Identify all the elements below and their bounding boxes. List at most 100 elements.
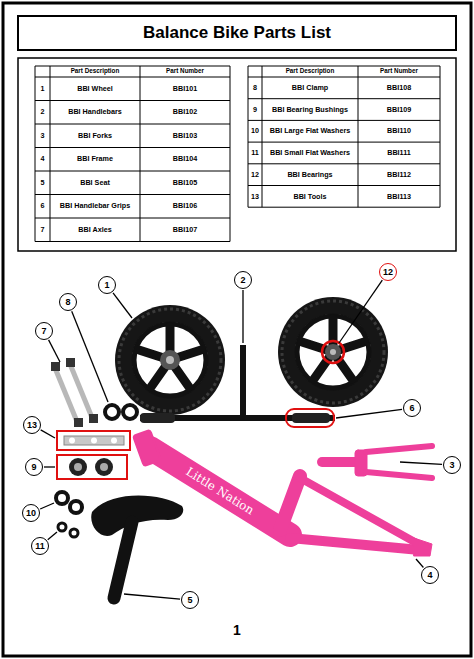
leader-line <box>416 559 423 567</box>
table-header: Part Description <box>50 66 140 77</box>
leader-line <box>40 503 54 509</box>
row-number: 6 <box>35 195 50 219</box>
part-description: BBI Bearing Bushings <box>262 99 358 121</box>
callout-circle: 8 <box>59 293 77 311</box>
table-rule <box>50 66 51 242</box>
row-number: 9 <box>248 99 262 121</box>
part-number: BBI101 <box>140 77 230 101</box>
row-number: 7 <box>35 218 50 242</box>
callout-number: 6 <box>409 404 414 413</box>
table-rule <box>248 207 440 208</box>
callout-number: 13 <box>27 421 37 430</box>
table-rule <box>248 185 440 186</box>
table-rule <box>35 171 230 172</box>
table-rule <box>248 142 440 143</box>
row-number: 13 <box>248 186 262 208</box>
part-description: BBI Tools <box>262 186 358 208</box>
callout-circle: 9 <box>25 458 43 476</box>
wheel <box>278 297 388 407</box>
leader-line <box>72 311 108 402</box>
callout-circle: 10 <box>22 504 40 522</box>
page-title: Balance Bike Parts List <box>18 16 456 50</box>
table-header: Part Number <box>358 66 440 77</box>
table-rule <box>35 77 230 78</box>
part-description: BBI Seat <box>50 171 140 195</box>
table-rule <box>230 66 231 242</box>
part-description: BBI Large Flat Washers <box>262 120 358 142</box>
row-number: 11 <box>248 142 262 164</box>
row-number: 12 <box>248 164 262 186</box>
washers <box>56 492 82 537</box>
part-number: BBI111 <box>358 142 440 164</box>
callout-number: 5 <box>187 596 192 605</box>
part-number: BBI104 <box>140 148 230 172</box>
wheel <box>115 305 225 415</box>
table-header: Part Number <box>140 66 230 77</box>
part-number: BBI105 <box>140 171 230 195</box>
callout-circle: 6 <box>403 399 421 417</box>
page-number: 1 <box>227 622 247 638</box>
part-number: BBI103 <box>140 124 230 148</box>
table-rule <box>248 98 440 99</box>
part-number: BBI112 <box>358 164 440 186</box>
table-header: Part Description <box>262 66 358 77</box>
table-rule <box>248 77 440 78</box>
part-description: BBI Handlebars <box>50 101 140 125</box>
table-rule <box>248 66 440 67</box>
table-rule <box>35 147 230 148</box>
table-rule <box>35 100 230 101</box>
callout-circle: 12 <box>379 263 397 281</box>
callout-number: 4 <box>427 571 432 580</box>
callout-number: 1 <box>104 281 109 290</box>
part-description: BBI Bearings <box>262 164 358 186</box>
callout-circle: 3 <box>443 456 461 474</box>
tools <box>57 431 130 450</box>
row-number: 5 <box>35 171 50 195</box>
callout-number: 9 <box>31 463 36 472</box>
leader-line <box>41 430 55 438</box>
callout-circle: 11 <box>31 537 49 555</box>
handlebars <box>140 345 335 427</box>
callout-number: 7 <box>41 327 46 336</box>
part-description: BBI Axles <box>50 218 140 242</box>
table-box <box>18 58 456 251</box>
callout-circle: 4 <box>421 566 439 584</box>
callout-number: 10 <box>26 509 36 518</box>
row-number: 4 <box>35 148 50 172</box>
row-number: 3 <box>35 124 50 148</box>
callout-circle: 1 <box>98 276 116 294</box>
part-number: BBI106 <box>140 195 230 219</box>
leader-line <box>44 466 55 467</box>
table-rule <box>35 124 230 125</box>
leader-line <box>48 532 57 540</box>
part-description: BBI Frame <box>50 148 140 172</box>
part-number: BBI107 <box>140 218 230 242</box>
table-rule <box>248 120 440 121</box>
leader-line <box>124 594 180 599</box>
part-number: BBI109 <box>358 99 440 121</box>
table-rule <box>35 218 230 219</box>
seat <box>91 495 183 598</box>
leader-line <box>336 409 402 418</box>
callout-number: 12 <box>383 268 393 277</box>
callout-circle: 13 <box>23 416 41 434</box>
table-rule <box>140 66 141 242</box>
table-rule <box>440 66 441 207</box>
callout-circle: 7 <box>35 322 53 340</box>
grip-highlight <box>286 409 334 427</box>
bearing-highlight <box>322 341 344 363</box>
row-number: 10 <box>248 120 262 142</box>
row-number: 2 <box>35 101 50 125</box>
row-number: 1 <box>35 77 50 101</box>
clamps <box>105 405 137 419</box>
title-box <box>18 16 456 50</box>
table-rule <box>262 66 263 207</box>
leader-line <box>339 280 382 343</box>
table-rule <box>358 66 359 207</box>
axles <box>51 358 98 427</box>
page-border <box>3 3 471 656</box>
table-rule <box>35 66 230 67</box>
bearing-bushings <box>57 455 127 479</box>
